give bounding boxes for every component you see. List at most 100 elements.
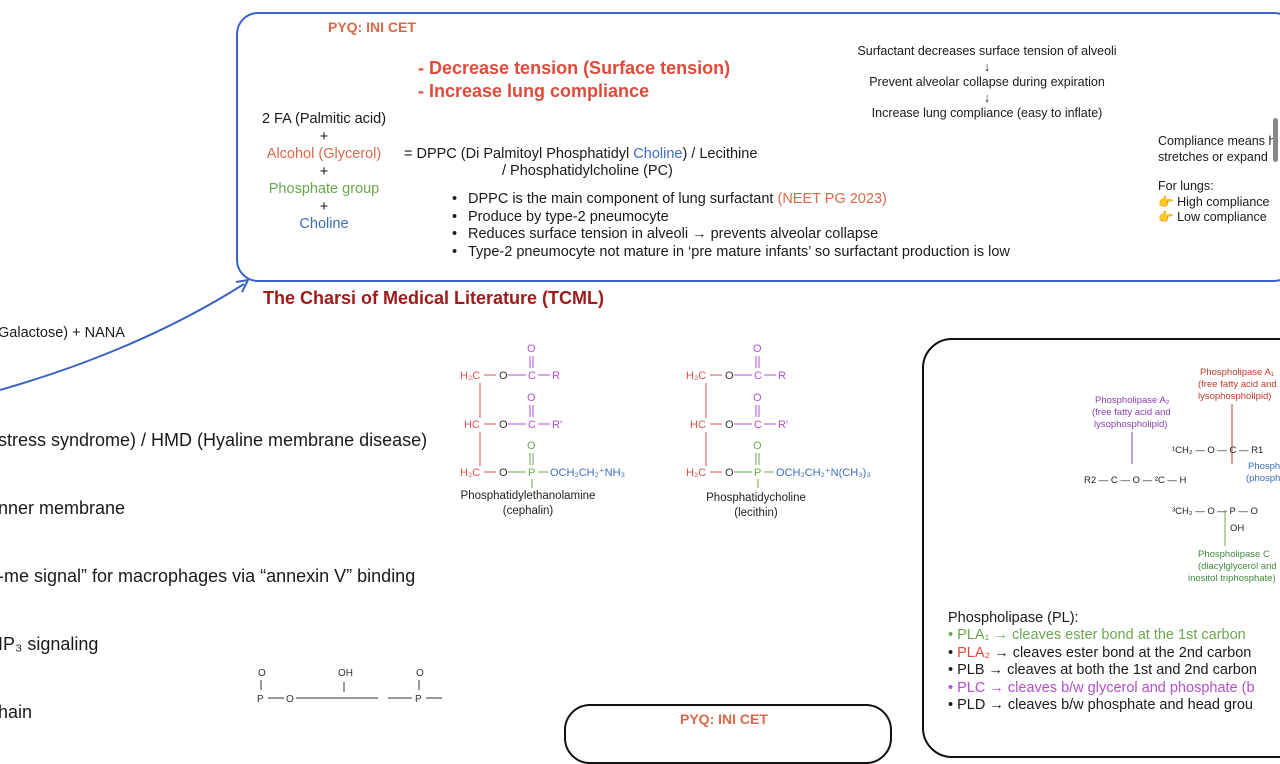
svg-text:O: O bbox=[527, 392, 536, 404]
pe-caption: Phosphatidylethanolamine (cephalin) bbox=[460, 490, 596, 517]
component-fa: 2 FA (Palmitic acid) bbox=[261, 111, 387, 127]
svg-text:O: O bbox=[286, 694, 294, 705]
pc-caption: Phosphatidycholine (lecithin) bbox=[706, 492, 806, 519]
svg-text:inositol triphosphate): inositol triphosphate) bbox=[1188, 573, 1276, 584]
svg-text:H₂C: H₂C bbox=[460, 467, 480, 479]
svg-text:OCH₂CH₂⁺N(CH₃)₃: OCH₂CH₂⁺N(CH₃)₃ bbox=[776, 467, 871, 479]
svg-text:O: O bbox=[499, 419, 508, 431]
svg-text:P: P bbox=[528, 467, 535, 479]
pyq-tag: PYQ: INI CET bbox=[328, 19, 416, 35]
svg-text:P: P bbox=[415, 694, 422, 705]
svg-text:C: C bbox=[528, 370, 536, 382]
svg-text:H₂C: H₂C bbox=[686, 370, 706, 382]
svg-text:lysophospholipid): lysophospholipid) bbox=[1094, 419, 1167, 430]
svg-text:OH: OH bbox=[338, 668, 353, 679]
scrollbar-thumb[interactable] bbox=[1273, 118, 1278, 162]
bullet-2: Produce by type-2 pneumocyte bbox=[452, 209, 1010, 227]
pl-item-plc: PLC → cleaves b/w glycerol and phosphate… bbox=[948, 680, 1257, 698]
plus-1: + bbox=[319, 128, 329, 145]
svg-text:C: C bbox=[754, 419, 762, 431]
svg-text:C: C bbox=[754, 370, 762, 382]
dppc-components: 2 FA (Palmitic acid) + Alcohol (Glycerol… bbox=[234, 111, 414, 234]
svg-text:O: O bbox=[753, 343, 762, 355]
svg-text:(diacylglycerol and: (diacylglycerol and bbox=[1198, 561, 1277, 572]
chain-arrow-1: ↓ bbox=[983, 59, 991, 74]
svg-text:O: O bbox=[725, 419, 734, 431]
svg-text:O: O bbox=[499, 467, 508, 479]
point-decrease-tension: - Decrease tension (Surface tension) bbox=[418, 58, 731, 78]
svg-text:O: O bbox=[725, 370, 734, 382]
svg-text:OH: OH bbox=[1230, 523, 1244, 534]
note-ip3: IP₃ signaling bbox=[0, 634, 99, 654]
svg-text:O: O bbox=[258, 668, 266, 679]
plus-2: + bbox=[319, 163, 329, 180]
svg-text:lysophospholipid): lysophospholipid) bbox=[1198, 391, 1271, 402]
svg-text:O: O bbox=[753, 392, 762, 404]
svg-text:R: R bbox=[552, 370, 560, 382]
pyq-box bbox=[236, 12, 1280, 282]
pl-item-pla2: PLA₂ → cleaves ester bond at the 2nd car… bbox=[948, 645, 1257, 663]
svg-text:R′: R′ bbox=[552, 419, 562, 431]
bottom-pyq-tag: PYQ: INI CET bbox=[680, 711, 768, 727]
svg-text:(phospha: (phospha bbox=[1246, 473, 1280, 484]
note-eat-me: -me signal” for macrophages via “annexin… bbox=[0, 566, 416, 586]
svg-text:(free fatty acid and: (free fatty acid and bbox=[1092, 407, 1171, 418]
svg-text:R′: R′ bbox=[778, 419, 788, 431]
svg-text:(free fatty acid and: (free fatty acid and bbox=[1198, 379, 1277, 390]
svg-text:H₂C: H₂C bbox=[460, 370, 480, 382]
bullet-1: DPPC is the main component of lung surfa… bbox=[452, 191, 1010, 209]
svg-text:O: O bbox=[499, 370, 508, 382]
phospholipase-diagram: Phospholipase A₂ (free fatty acid and ly… bbox=[1084, 367, 1280, 584]
note-rds: stress syndrome) / HMD (Hyaline membrane… bbox=[0, 430, 428, 450]
pe-structure: H₂C HC H₂C O C O R O C O R′ O P O OCH₂CH… bbox=[460, 343, 625, 488]
note-galactose: Galactose) + NANA bbox=[0, 325, 125, 341]
svg-text:¹CH₂ — O — C — R1: ¹CH₂ — O — C — R1 bbox=[1172, 445, 1263, 456]
pip-fragment-structure: O P O OH O P bbox=[257, 668, 442, 705]
svg-text:P: P bbox=[257, 694, 264, 705]
svg-text:O: O bbox=[527, 343, 536, 355]
chain-arrow-2: ↓ bbox=[983, 90, 991, 105]
watermark: The Charsi of Medical Literature (TCML) bbox=[263, 288, 605, 308]
svg-text:O: O bbox=[527, 440, 536, 452]
svg-text:C: C bbox=[528, 419, 536, 431]
svg-text:Phosph: Phosph bbox=[1248, 461, 1280, 472]
dppc-bullets: DPPC is the main component of lung surfa… bbox=[452, 191, 1010, 261]
pl-item-pla1: PLA₁ → cleaves ester bond at the 1st car… bbox=[948, 627, 1257, 645]
svg-text:Phospholipase A₁: Phospholipase A₁ bbox=[1200, 367, 1274, 378]
svg-text:O: O bbox=[416, 668, 424, 679]
svg-text:P: P bbox=[754, 467, 761, 479]
svg-text:H₂C: H₂C bbox=[686, 467, 706, 479]
svg-text:HC: HC bbox=[464, 419, 480, 431]
svg-text:Phospholipase C: Phospholipase C bbox=[1198, 549, 1270, 560]
pointing-hand-icon: 👉 bbox=[1158, 210, 1174, 224]
compliance-note: Compliance means h stretches or expand bbox=[1158, 134, 1276, 164]
svg-text:Phospholipase A₂: Phospholipase A₂ bbox=[1095, 395, 1170, 406]
component-alcohol: Alcohol (Glycerol) bbox=[266, 146, 382, 162]
bullet-4: Type-2 pneumocyte not mature in ‘pre mat… bbox=[452, 244, 1010, 262]
chain-step-2: Prevent alveolar collapse during expirat… bbox=[869, 75, 1105, 90]
svg-text:O: O bbox=[753, 440, 762, 452]
svg-text:³CH₂ — O — P — O: ³CH₂ — O — P — O bbox=[1172, 506, 1258, 517]
pc-structure: H₂C HC H₂C O C O R O C O R′ O P O OCH₂CH… bbox=[686, 343, 871, 488]
chain-step-3: Increase lung compliance (easy to inflat… bbox=[871, 106, 1103, 121]
component-choline: Choline bbox=[299, 216, 349, 232]
component-phosphate: Phosphate group bbox=[268, 181, 380, 197]
pl-item-plb: PLB → cleaves at both the 1st and 2nd ca… bbox=[948, 662, 1257, 680]
dppc-alt-name: / Phosphatidylcholine (PC) bbox=[502, 163, 673, 179]
svg-text:HC: HC bbox=[690, 419, 706, 431]
dppc-definition: = DPPC (Di Palmitoyl Phosphatidyl Cholin… bbox=[404, 146, 758, 162]
phospholipase-list: PLA₁ → cleaves ester bond at the 1st car… bbox=[948, 627, 1257, 715]
note-inner-membrane: nner membrane bbox=[0, 498, 126, 518]
svg-text:R: R bbox=[778, 370, 786, 382]
plus-3: + bbox=[319, 198, 329, 215]
svg-text:O: O bbox=[725, 467, 734, 479]
pl-item-pld: PLD → cleaves b/w phosphate and head gro… bbox=[948, 697, 1257, 715]
pointing-hand-icon: 👉 bbox=[1158, 194, 1174, 209]
svg-text:R2 — C — O — ²C — H: R2 — C — O — ²C — H bbox=[1084, 475, 1187, 486]
point-increase-compliance: - Increase lung compliance bbox=[418, 81, 650, 101]
note-chain: hain bbox=[0, 702, 33, 722]
for-lungs: For lungs: 👉 High compliance 👉 Low compl… bbox=[1158, 179, 1270, 224]
svg-text:OCH₂CH₂⁺NH₃: OCH₂CH₂⁺NH₃ bbox=[550, 467, 625, 479]
phospholipase-heading: Phospholipase (PL): bbox=[948, 610, 1079, 626]
surfactant-chain: Surfactant decreases surface tension of … bbox=[832, 44, 1142, 122]
